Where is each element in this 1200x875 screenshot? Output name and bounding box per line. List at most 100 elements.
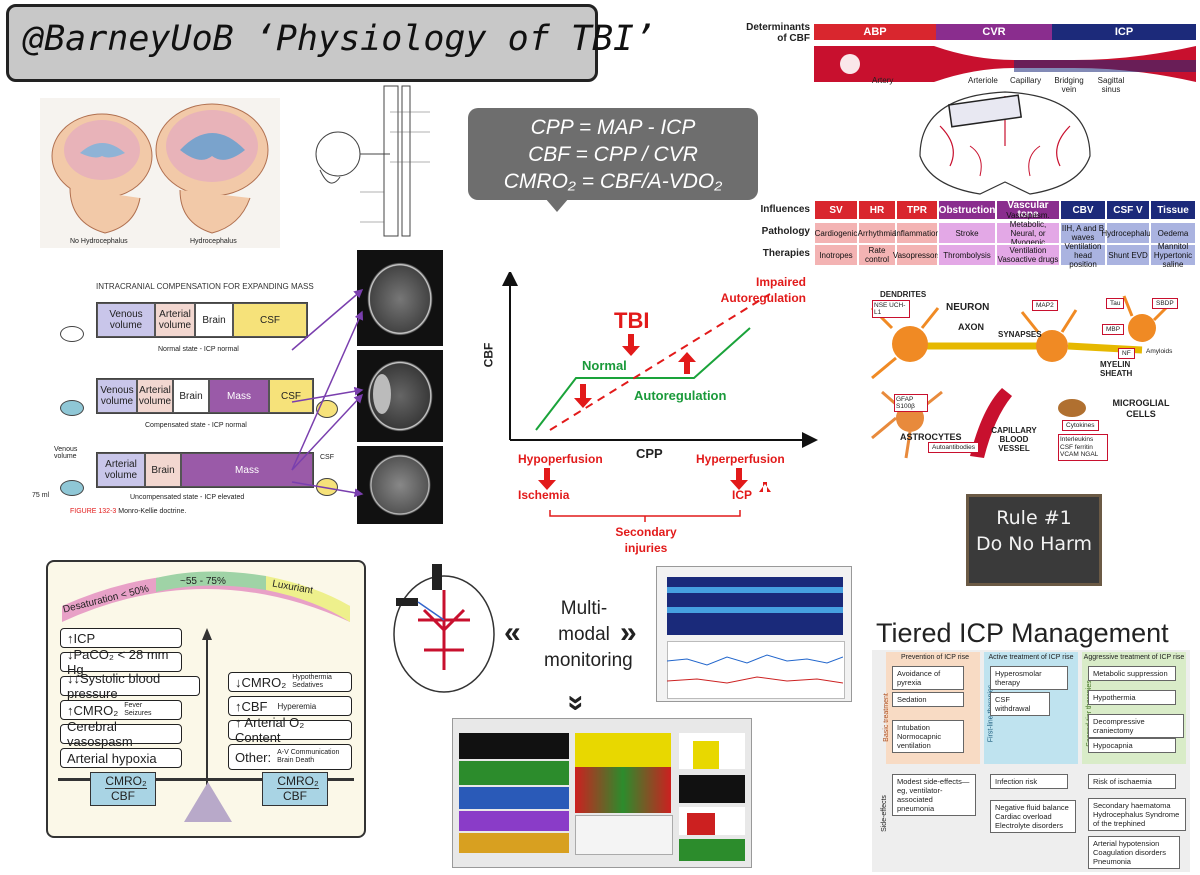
left-item-vasospasm: Cerebral vasospasm	[60, 719, 182, 749]
csf-label: CSF	[320, 454, 334, 461]
arterial-volume-cell: Arterial volume	[155, 303, 195, 337]
effect-fluid: Negative fluid balance Cardiac overload …	[990, 800, 1076, 833]
influence-header-cell: Vascular tone	[996, 200, 1060, 220]
label-microglial-cells: MICROGLIAL CELLS	[1112, 398, 1170, 419]
reservoir-left	[60, 400, 84, 416]
hyperperfusion-label: Hyperperfusion	[696, 452, 785, 466]
ct-scan-infarct	[357, 446, 443, 524]
pathology-cell: Stroke	[938, 222, 996, 244]
normal-label: Normal	[582, 358, 627, 373]
marker-tau: Tau	[1106, 298, 1125, 309]
influence-header-cell: CSF V	[1106, 200, 1150, 220]
cvr-segment: CVR	[936, 24, 1052, 40]
vessel-label-artery: Artery	[872, 76, 894, 85]
label-myelin-sheath: MYELIN SHEATH	[1100, 360, 1133, 378]
arterial-volume-cell: Arterial volume	[137, 379, 173, 413]
uncompensated-state-row: Arterial volume Brain Mass	[96, 452, 314, 488]
determinants-label: Determinants of CBF	[746, 22, 810, 44]
influence-header-cell: Obstruction	[938, 200, 996, 220]
autoregulation-panel: CBF CPP TBI Normal Autoregulation Impair…	[481, 272, 818, 564]
therapy-cell: Shunt EVD	[1106, 244, 1150, 266]
effect-haematoma: Secondary haematoma Hydrocephalus Syndro…	[1088, 798, 1186, 831]
therapies-row-header: Therapies	[762, 248, 810, 259]
balance-needle	[202, 628, 212, 640]
hydrocephalus-illustration: No Hydrocephalus Hydrocephalus	[40, 98, 280, 248]
drainage-apparatus	[315, 85, 430, 237]
pathology-row-header: Pathology	[761, 226, 810, 237]
marker-interleukins: Interleukins CSF ferritin VCAM NGAL	[1058, 434, 1108, 461]
ischemia-label: Ischemia	[518, 488, 570, 502]
impaired-autoregulation-label: Impaired Autoregulation	[720, 275, 806, 305]
tbi-label: TBI	[614, 308, 650, 333]
monitor-trace-screen	[656, 566, 852, 702]
pathology-cell: Arrhythmia	[858, 222, 896, 244]
tier-hyperosmolar: Hyperosmolar therapy	[990, 666, 1068, 690]
marker-nse: NSE UCH-L1	[872, 300, 910, 318]
influence-header-cell: Tissue	[1150, 200, 1196, 220]
ct-scan-normal	[357, 250, 443, 346]
outcome-arrows	[538, 468, 771, 522]
label-axon: AXON	[958, 322, 985, 332]
pathology-cell: Oedema	[1150, 222, 1196, 244]
tier-metabolic: Metabolic suppression	[1088, 666, 1176, 681]
brain-coronal-drawing	[919, 91, 1091, 195]
influences-row-header: Influences	[760, 204, 810, 215]
left-ratio-box: CMRO₂ CBF	[90, 772, 156, 806]
autoregulation-label: Autoregulation	[634, 388, 727, 403]
marker-autoantibodies: Autoantibodies	[928, 442, 980, 453]
influence-header-cell: HR	[858, 200, 896, 220]
marker-map2: MAP2	[1032, 300, 1058, 311]
figure-caption: FIGURE 132-3 Monro-Kellie doctrine.	[70, 508, 186, 515]
reservoir-left	[60, 480, 84, 496]
equations-callout-tail	[545, 198, 569, 212]
figure-title: Monro-Kellie doctrine.	[118, 508, 187, 515]
brain-cell: Brain	[195, 303, 233, 337]
no-hydrocephalus-caption: No Hydrocephalus	[70, 238, 128, 245]
neuron-biomarker-diagram: DENDRITES NEURON AXON SYNAPSES MYELIN SH…	[862, 288, 1192, 464]
ct-scan-hematoma	[357, 350, 443, 442]
icm-plus-screen	[452, 718, 752, 868]
compensated-state-row: Venous volume Arterial volume Brain Mass…	[96, 378, 314, 414]
label-astrocytes: ASTROCYTES	[900, 432, 962, 442]
compensated-state-caption: Compensated state - ICP normal	[145, 422, 247, 429]
tiered-icp-title: Tiered ICP Management	[876, 618, 1169, 648]
cbf-determinants-panel: Determinants of CBF ABP CVR ICP Artery A…	[744, 18, 1196, 269]
label-synapses: SYNAPSES	[998, 330, 1042, 339]
left-cmro2-text: ↑CMRO₂	[67, 702, 119, 718]
arrow-right-icon: »	[620, 616, 637, 649]
pathology-cell: Vasospasm. Metabolic, Neural, or Myogeni…	[996, 211, 1060, 256]
tier-csf-withdrawal: CSF withdrawal	[990, 692, 1050, 716]
therapy-cell: Inotropes	[814, 244, 858, 266]
pathology-cell: IIH, A and B waves	[1060, 222, 1106, 244]
therapy-cell: Ventilation head position	[1060, 242, 1106, 269]
secondary-injuries-label: Secondary injuries	[615, 525, 677, 555]
venous-volume-cell: Venous volume	[97, 303, 155, 337]
pathology-cell: Cardiogenic	[814, 222, 858, 244]
icp-label: ICP	[732, 488, 753, 502]
right-ratio-box: CMRO₂ CBF	[262, 772, 328, 806]
effect-infection: Infection risk	[990, 774, 1068, 789]
marker-nf: NF	[1118, 348, 1135, 359]
therapy-cell: Thrombolysis	[938, 244, 996, 266]
label-capillary-blood-vessel: CAPILLARY BLOOD VESSEL	[991, 426, 1037, 453]
left-item-paco2: ↓PaCO₂ < 28 mm Hg	[60, 647, 182, 677]
brain-cell: Brain	[173, 379, 209, 413]
normal-state-row: Venous volume Arterial volume Brain CSF	[96, 302, 308, 338]
side-label-effects: Side-effects	[880, 795, 888, 832]
therapy-cell: Vasopressors	[893, 244, 941, 266]
oxygen-balance-panel: Desaturation < 50% ~55 - 75% Luxuriant ↑…	[46, 560, 366, 838]
evd-setup-drawing	[300, 82, 460, 250]
influence-header-cell: TPR	[896, 200, 938, 220]
tier-hypothermia: Hypothermia	[1088, 690, 1176, 705]
tiered-icp-chart: Prevention of ICP rise Active treatment …	[872, 650, 1190, 872]
balance-pivot	[206, 636, 208, 786]
venous-volume-label: Venous volume	[54, 446, 78, 460]
vessel-label-capillary: Capillary	[1010, 76, 1042, 85]
y-axis-label: CBF	[481, 342, 496, 368]
tier-col2-header: Active treatment of ICP rise	[988, 654, 1074, 661]
